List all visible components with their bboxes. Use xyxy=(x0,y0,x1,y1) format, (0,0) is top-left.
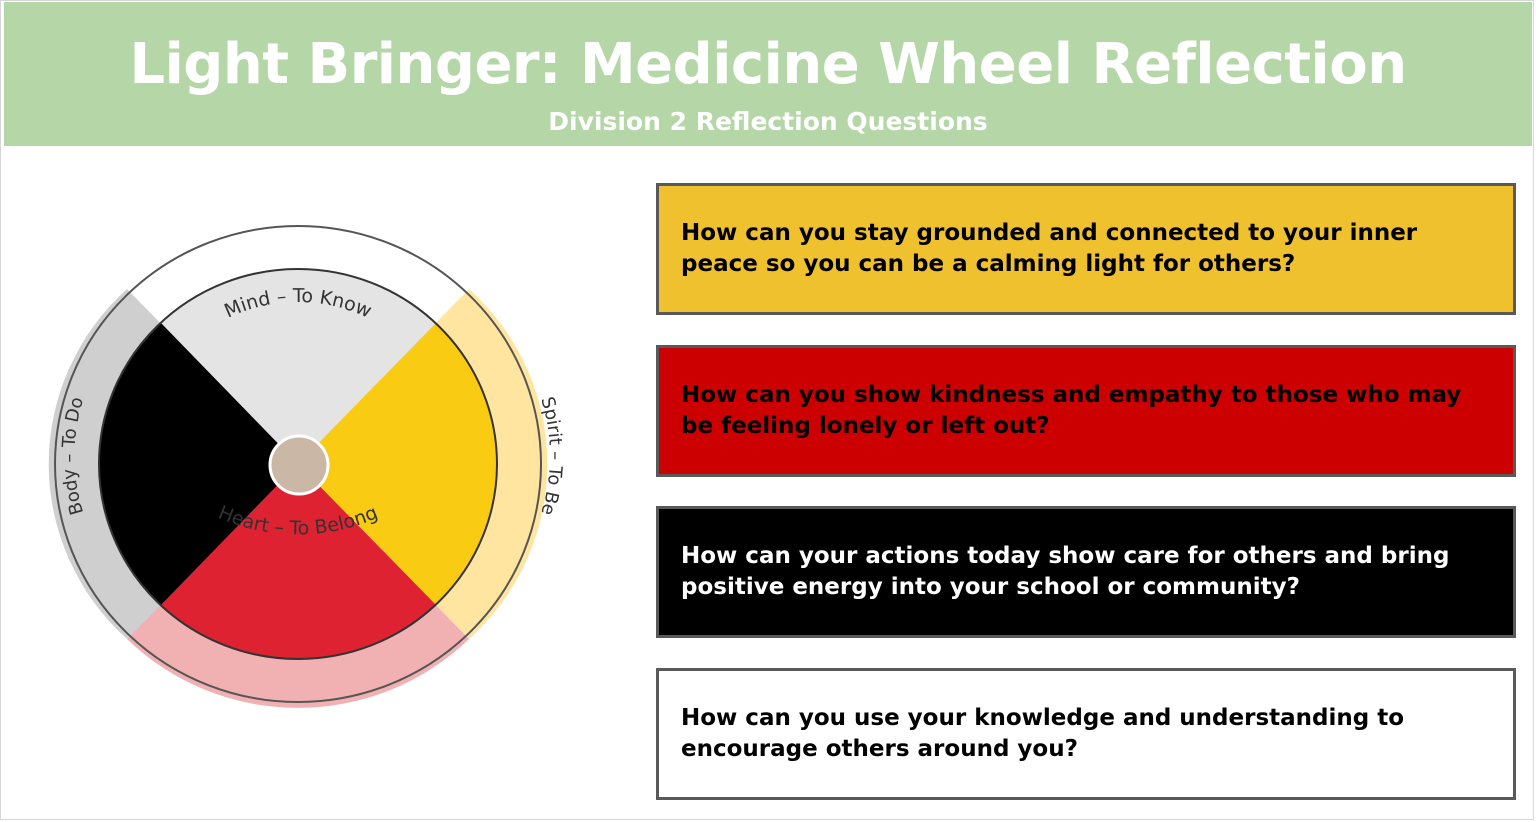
wheel-center xyxy=(268,434,330,496)
question-text-1: How can you stay grounded and connected … xyxy=(681,220,1418,277)
wheel-inner-border xyxy=(98,268,498,660)
medicine-wheel: Mind – To Know Heart – To Belong Body – … xyxy=(48,220,566,708)
question-card-4: How can you use your knowledge and under… xyxy=(656,668,1516,800)
question-card-2: How can you show kindness and empathy to… xyxy=(656,345,1516,477)
quadrant-body xyxy=(99,323,298,605)
question-card-1: How can you stay grounded and connected … xyxy=(656,183,1516,315)
question-card-3: How can your actions today show care for… xyxy=(656,506,1516,638)
title-banner: Light Bringer: Medicine Wheel Reflection… xyxy=(4,2,1532,146)
quadrant-mind xyxy=(161,268,436,464)
page-title: Light Bringer: Medicine Wheel Reflection xyxy=(129,32,1407,97)
question-text-4: How can you use your knowledge and under… xyxy=(681,705,1405,762)
wheel-outer-border xyxy=(54,225,542,703)
question-text-3: How can your actions today show care for… xyxy=(681,543,1450,600)
question-text-2: How can you show kindness and empathy to… xyxy=(681,382,1462,439)
page-subtitle: Division 2 Reflection Questions xyxy=(548,107,988,136)
quadrant-heart xyxy=(161,464,436,660)
quadrant-spirit xyxy=(298,323,498,605)
